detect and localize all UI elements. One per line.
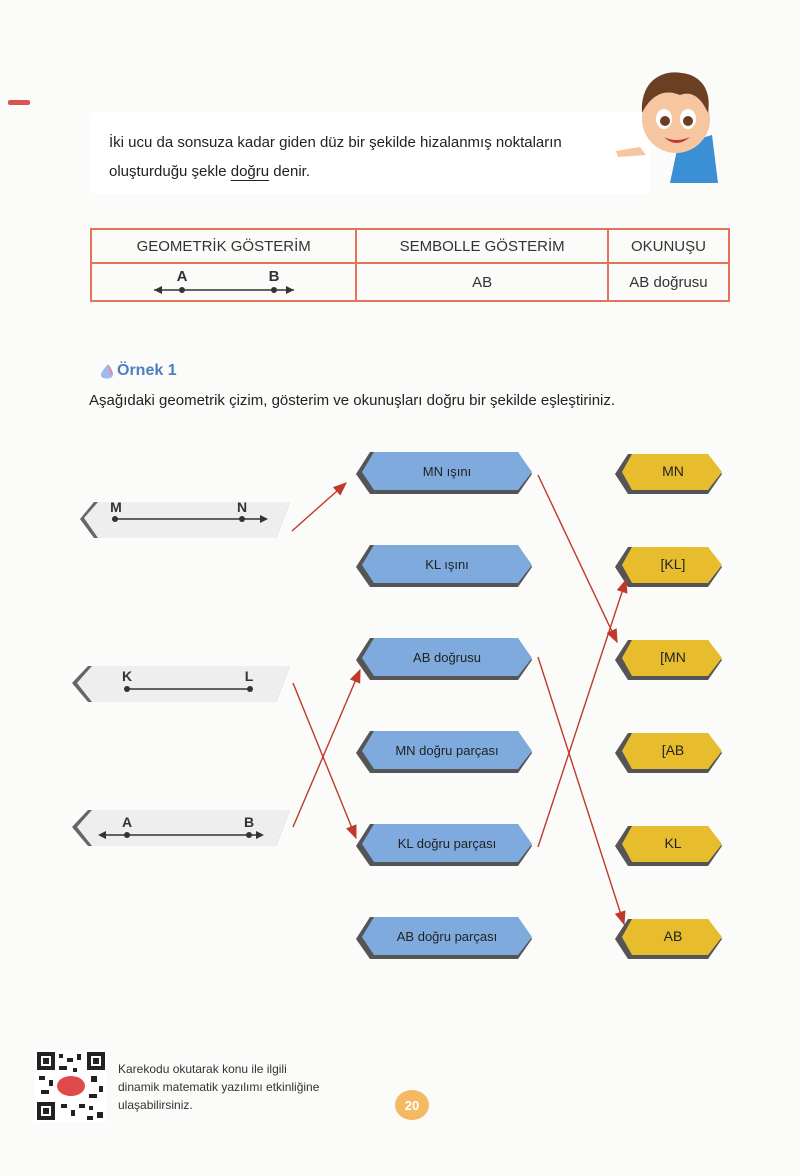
right-tag-mn-ray: [MN	[615, 640, 722, 680]
point-label-a: A	[176, 268, 187, 285]
corner-mark	[8, 100, 30, 105]
cell-geometric: A B	[89, 262, 358, 302]
drop-icon	[101, 364, 113, 379]
svg-text:MN: MN	[662, 463, 684, 479]
svg-text:MN ışını: MN ışını	[423, 464, 471, 479]
cell-reading: AB doğrusu	[606, 262, 731, 302]
arrow-mn-ray-to-mn-ray-symbol	[537, 474, 618, 644]
example-instruction: Aşağıdaki geometrik çizim, gösterim ve o…	[89, 392, 616, 409]
right-tag-mn: MN	[615, 454, 722, 494]
svg-text:AB doğrusu: AB doğrusu	[413, 650, 481, 665]
qr-code	[35, 1050, 107, 1122]
info-table: GEOMETRİK GÖSTERİM SEMBOLLE GÖSTERİM OKU…	[89, 228, 731, 302]
definition-text: İki ucu da sonsuza kadar giden düz bir ş…	[109, 134, 562, 180]
header-symbolic: SEMBOLLE GÖSTERİM	[355, 228, 609, 264]
header-geometric: GEOMETRİK GÖSTERİM	[89, 228, 358, 264]
svg-text:MN doğru parçası: MN doğru parçası	[395, 743, 498, 758]
svg-text:AB: AB	[664, 928, 683, 944]
svg-text:KL: KL	[664, 835, 681, 851]
right-tag-kl-bracket: [KL]	[615, 547, 722, 587]
page-number: 20	[395, 1090, 429, 1120]
point-label-m: M	[110, 499, 122, 515]
right-tag-ab-ray: [AB	[615, 733, 722, 773]
right-tag-ab: AB	[615, 919, 722, 959]
qr-instruction: Karekodu okutarak konu ile ilgili dinami…	[118, 1062, 320, 1112]
right-tag-kl: KL	[615, 826, 722, 866]
svg-text:[MN: [MN	[660, 649, 686, 665]
point-label-b2: B	[244, 814, 254, 830]
arrow-kl-segment-to-kl-bracket	[537, 578, 628, 848]
header-reading: OKUNUŞU	[606, 228, 731, 264]
svg-text:[KL]: [KL]	[661, 556, 686, 572]
left-tag-ab: A B	[72, 810, 290, 846]
arrow-ab-drawing-to-ab-line	[292, 668, 361, 828]
arrow-kl-drawing-to-kl-segment	[292, 682, 357, 840]
middle-tag-mn-segment: MN doğru parçası	[356, 731, 532, 773]
mascot-boy-illustration	[616, 72, 718, 183]
svg-text:[AB: [AB	[662, 742, 685, 758]
point-label-b: B	[268, 268, 279, 285]
point-label-n: N	[237, 499, 247, 515]
cell-symbol: AB	[355, 262, 609, 302]
matching-board: M N K L A B MN ışını KL ışını	[72, 452, 722, 959]
term-underlined: doğru	[230, 163, 270, 180]
line-ab-drawing: A B	[153, 268, 294, 294]
arrow-mn-drawing-to-mn-ray	[291, 482, 348, 532]
middle-tag-ab-line: AB doğrusu	[356, 638, 532, 680]
definition-box	[90, 112, 650, 194]
point-label-k: K	[122, 668, 132, 684]
left-tag-mn: M N	[80, 499, 290, 538]
arrow-ab-line-to-ab	[537, 656, 626, 926]
left-tag-kl: K L	[72, 666, 290, 702]
svg-text:KL doğru parçası: KL doğru parçası	[398, 836, 497, 851]
example-title: Örnek 1	[100, 362, 177, 380]
middle-tag-kl-segment: KL doğru parçası	[356, 824, 532, 866]
middle-tag-ab-segment: AB doğru parçası	[356, 917, 532, 959]
svg-text:AB doğru parçası: AB doğru parçası	[397, 929, 497, 944]
point-label-l: L	[245, 668, 254, 684]
point-label-a2: A	[122, 814, 132, 830]
svg-text:KL ışını: KL ışını	[425, 557, 469, 572]
middle-tag-kl-ray: KL ışını	[356, 545, 532, 587]
middle-tag-mn-ray: MN ışını	[356, 452, 532, 494]
